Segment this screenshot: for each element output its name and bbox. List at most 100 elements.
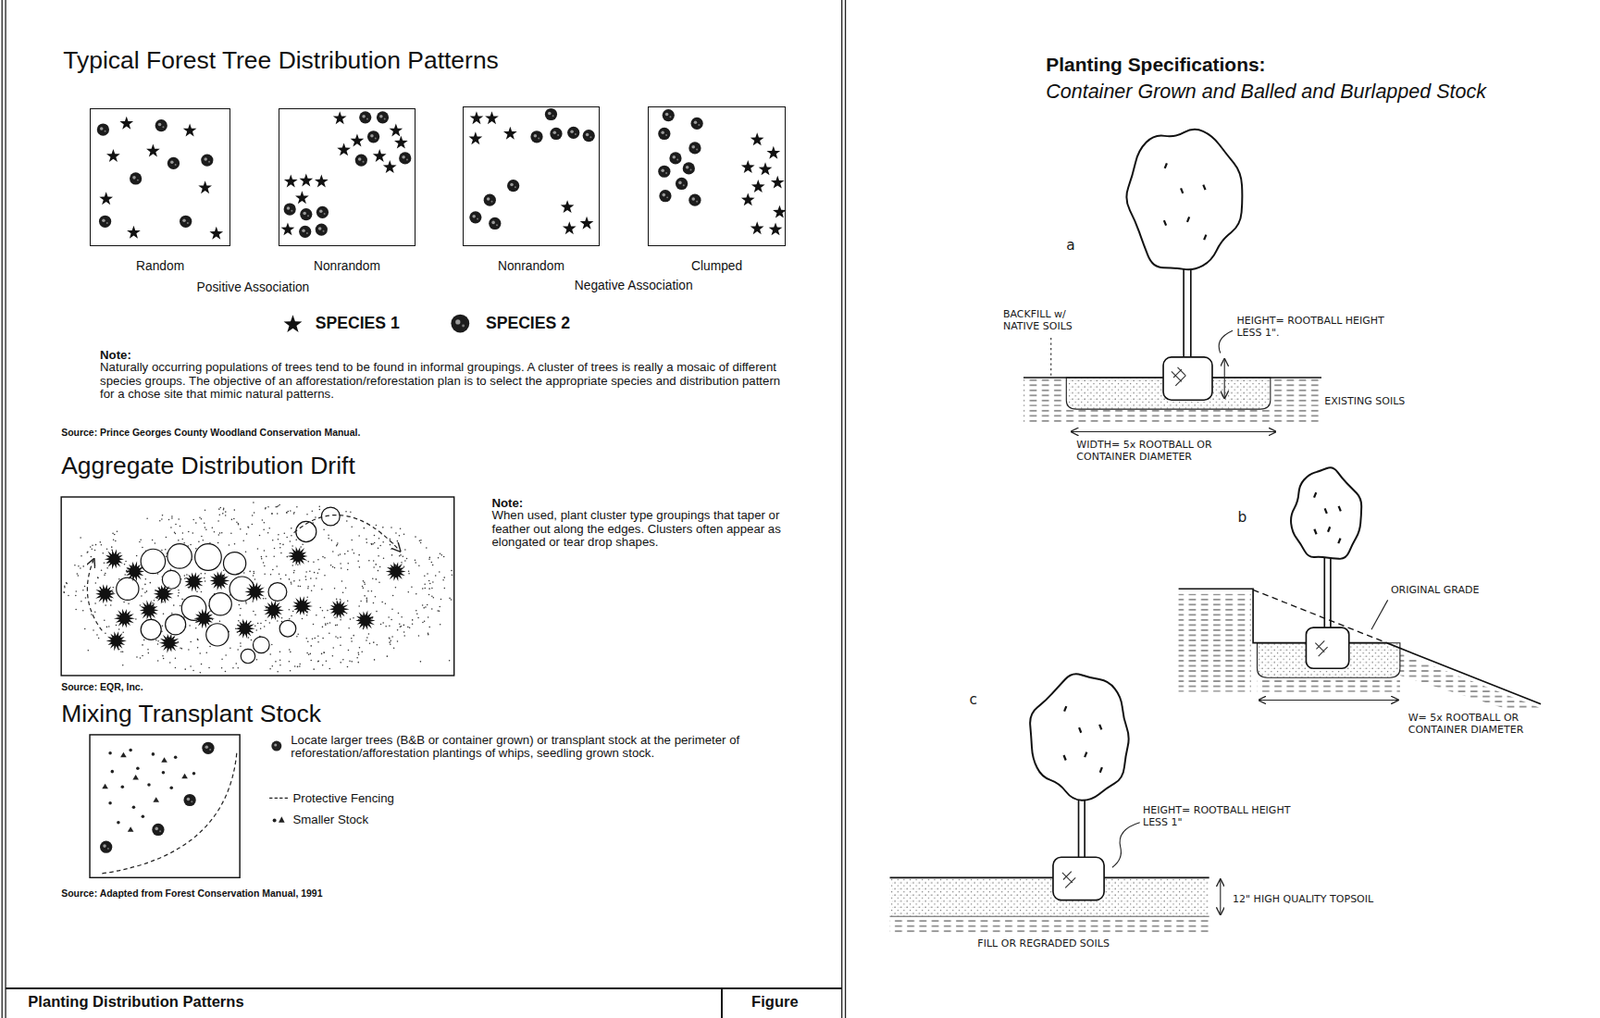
stipple-dot <box>217 542 220 545</box>
stipple-dot <box>277 533 280 536</box>
stipple-dot <box>276 670 279 673</box>
stipple-dot <box>111 533 114 535</box>
stipple-dot <box>184 574 187 577</box>
stipple-dot <box>253 572 256 575</box>
stipple-dot <box>177 539 180 542</box>
sketch-letter: c <box>969 692 978 709</box>
key-text: Smaller Stock <box>292 812 369 827</box>
stipple-dot <box>280 578 283 581</box>
stipple-dot <box>347 569 349 571</box>
stipple-dot <box>122 651 125 654</box>
stipple-dot <box>349 618 352 621</box>
stipple-dot <box>308 653 311 656</box>
stipple-dot <box>350 640 353 643</box>
stipple-dot <box>250 639 253 642</box>
stipple-dot <box>396 540 399 543</box>
stipple-dot <box>281 617 284 620</box>
stipple-dot <box>418 634 421 637</box>
stipple-dot <box>182 532 185 534</box>
conifer-symbol <box>193 608 215 630</box>
stipple-dot <box>450 598 453 601</box>
stipple-dot <box>418 565 421 568</box>
stipple-dot <box>334 567 336 570</box>
stipple-dot <box>411 623 414 626</box>
stipple-dot <box>239 645 242 648</box>
stipple-dot <box>416 612 419 615</box>
stipple-dot <box>389 643 392 645</box>
stipple-dot <box>171 517 174 520</box>
stipple-dot <box>161 549 163 552</box>
stipple-dot <box>234 508 236 511</box>
stipple-dot <box>366 600 369 603</box>
stipple-dot <box>79 567 82 570</box>
stipple-dot <box>123 601 125 604</box>
sketch-callout: ORIGINAL GRADE <box>1390 584 1480 597</box>
stipple-dot <box>400 616 403 619</box>
stipple-dot <box>336 624 339 627</box>
stipple-dot <box>213 531 216 534</box>
stipple-dot <box>439 623 442 626</box>
stipple-dot <box>279 650 282 653</box>
stipple-dot <box>157 643 160 645</box>
stipple-dot <box>171 612 174 615</box>
stipple-dot <box>366 636 369 639</box>
stipple-dot <box>200 518 203 521</box>
stipple-dot <box>100 544 103 546</box>
stipple-dot <box>229 647 232 650</box>
pattern-box: Random <box>89 108 231 247</box>
stipple-dot <box>97 576 100 579</box>
stipple-dot <box>436 609 439 612</box>
stipple-dot <box>439 552 442 555</box>
stipple-dot <box>391 635 394 638</box>
stipple-dot <box>254 614 257 617</box>
stipple-dot <box>408 570 410 573</box>
crown-mark <box>1339 506 1341 512</box>
legend-text: SPECIES 2 <box>485 313 571 334</box>
stipple-dot <box>391 608 394 611</box>
stipple-dot <box>352 634 355 637</box>
stipple-dot <box>310 577 312 580</box>
stipple-dot <box>392 595 395 597</box>
stipple-dot <box>124 573 126 576</box>
stipple-dot <box>118 628 121 631</box>
stipple-dot <box>224 670 227 673</box>
stipple-dot <box>159 520 162 522</box>
stipple-dot <box>275 565 278 568</box>
stipple-dot <box>291 545 294 547</box>
stipple-dot <box>245 551 248 554</box>
stipple-dot <box>352 617 355 620</box>
stipple-dot <box>262 528 265 531</box>
stipple-dot <box>376 644 379 646</box>
crown-mark <box>1100 767 1103 773</box>
stipple-dot <box>260 622 262 625</box>
stipple-dot <box>296 635 298 638</box>
stipple-dot <box>423 587 426 590</box>
stipple-dot <box>77 565 80 568</box>
stipple-dot <box>358 534 360 537</box>
stipple-dot <box>298 665 301 668</box>
stipple-dot <box>177 589 180 592</box>
stipple-dot <box>199 572 202 575</box>
stipple-dot <box>65 582 68 584</box>
stipple-dot <box>317 660 320 663</box>
stipple-dot <box>423 575 426 578</box>
source-note: Source: EQR, Inc. <box>61 682 143 694</box>
stipple-dot <box>279 664 282 667</box>
stipple-dot <box>421 587 424 590</box>
stipple-dot <box>263 549 266 552</box>
stipple-dot <box>147 648 149 651</box>
stipple-dot <box>106 626 109 629</box>
stipple-dot <box>235 520 238 523</box>
stipple-dot <box>183 542 186 545</box>
stipple-dot <box>254 578 257 581</box>
tree-crown <box>1126 129 1242 271</box>
stipple-dot <box>177 592 180 595</box>
tree-cluster-circle <box>240 648 255 663</box>
stipple-dot <box>324 622 327 625</box>
stipple-dot <box>251 514 254 517</box>
stipple-dot <box>145 578 148 581</box>
conifer-symbol <box>124 560 145 582</box>
stipple-dot <box>157 640 160 643</box>
source-note: Source: Prince Georges County Woodland C… <box>61 427 360 439</box>
stipple-dot <box>379 545 382 547</box>
